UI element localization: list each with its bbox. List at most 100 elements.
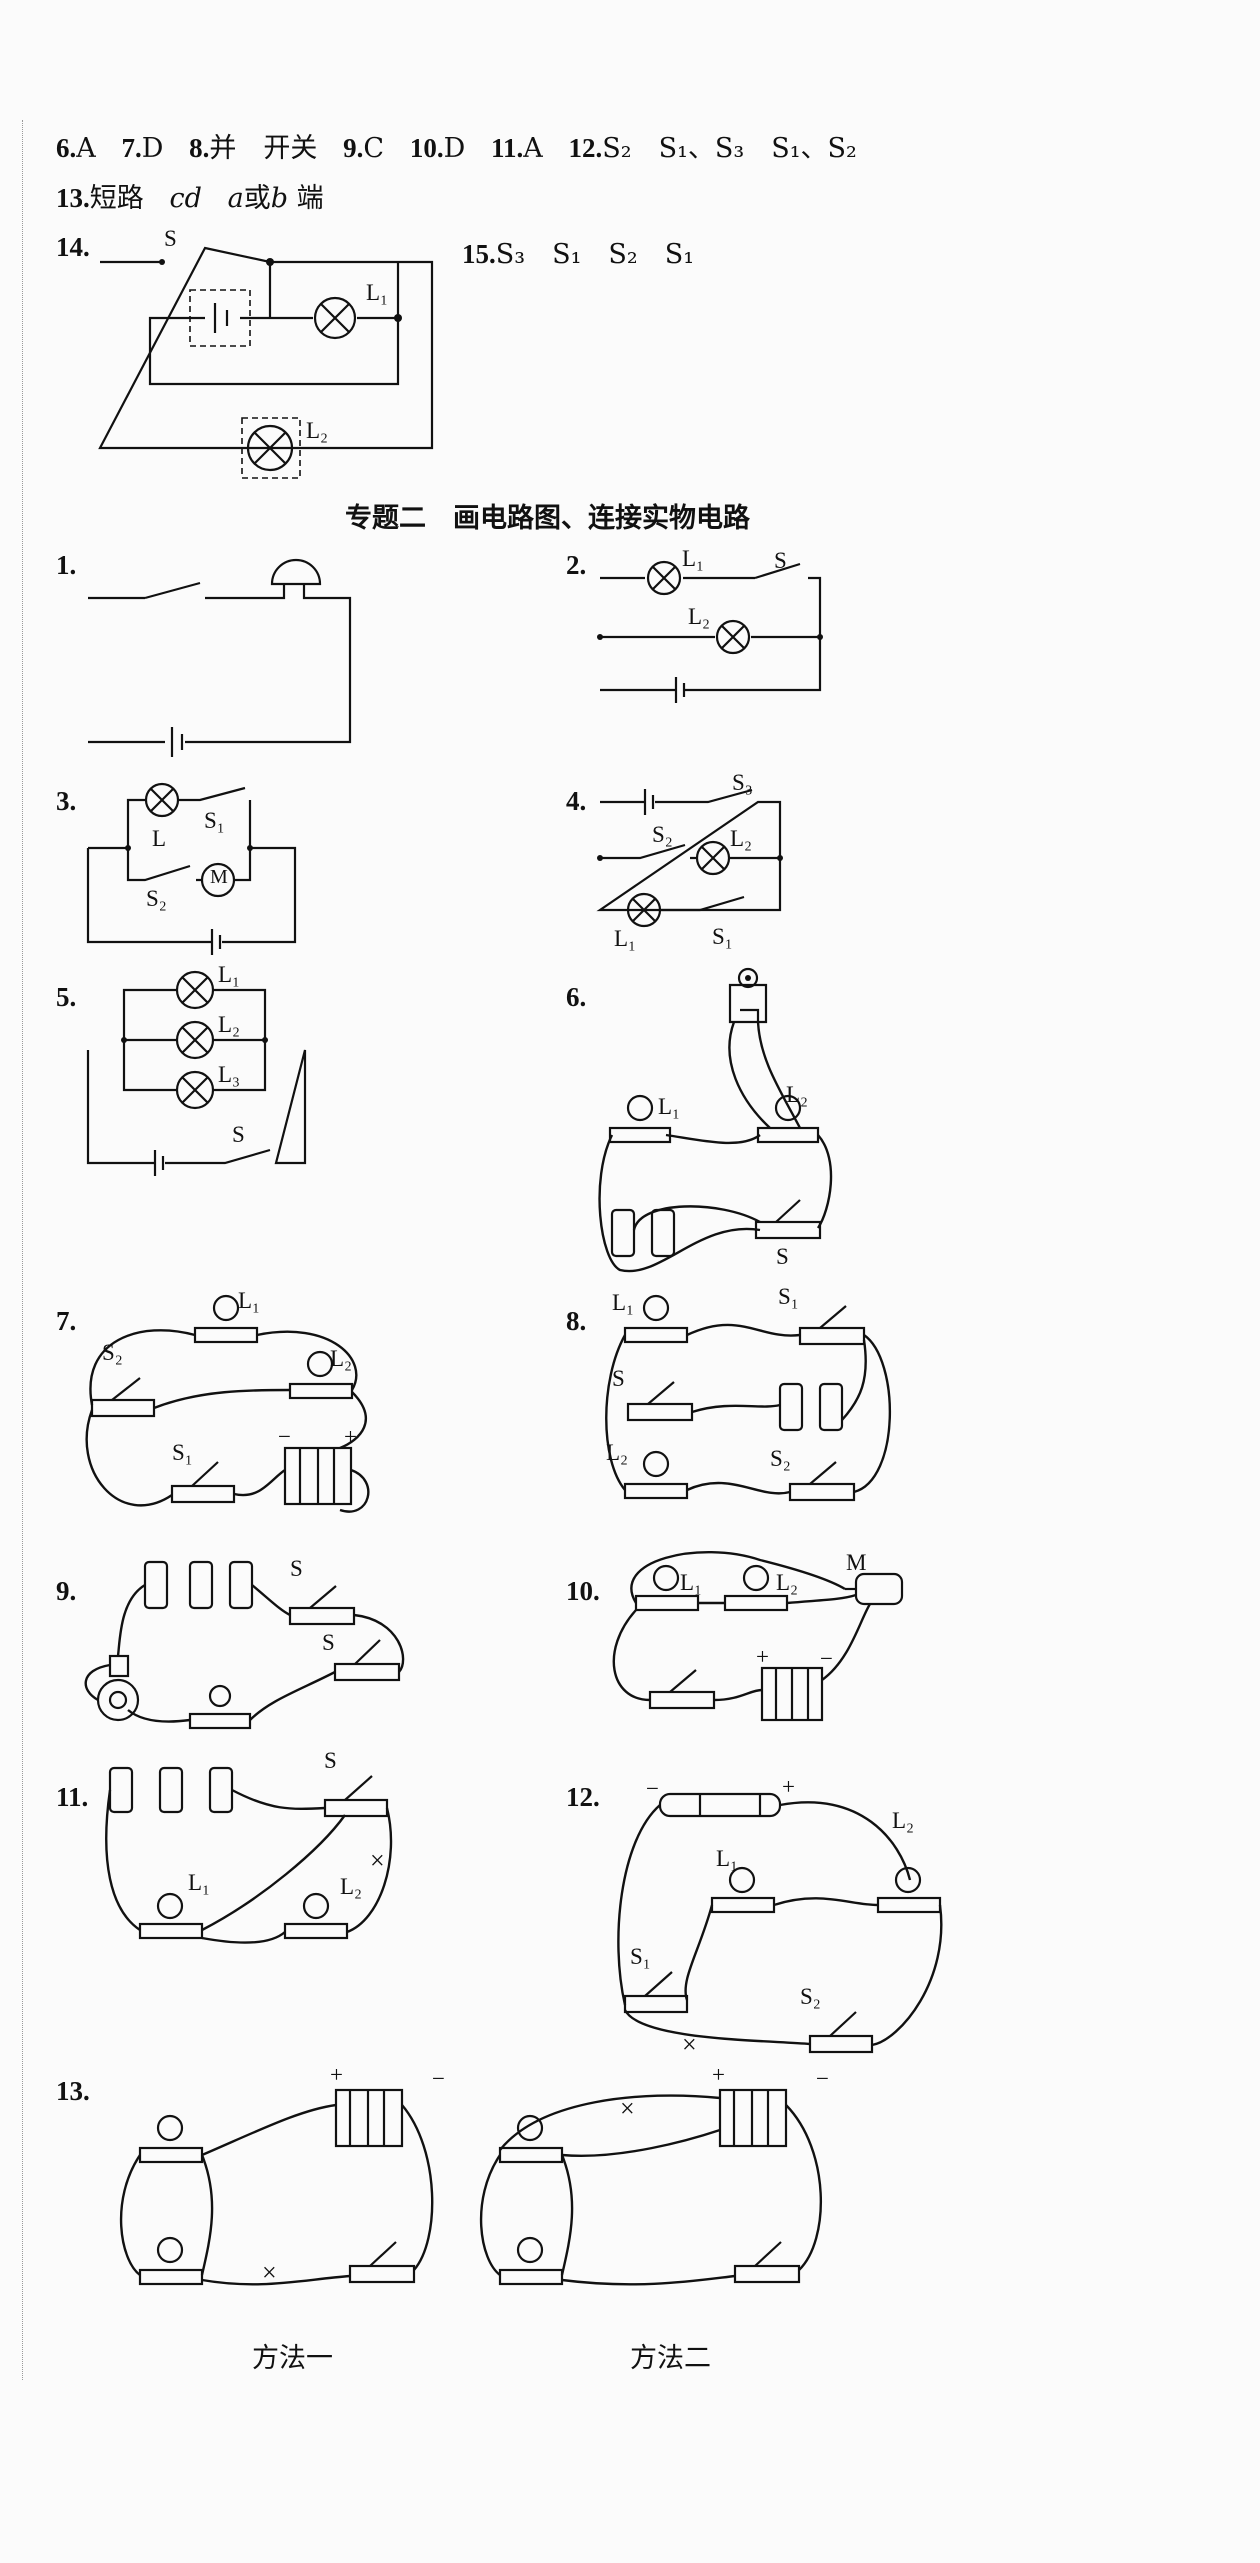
label-13b-cross: ×	[620, 2094, 635, 2123]
problem-13-num: 13.	[56, 2076, 90, 2106]
label-9-S-bottom: S	[322, 1630, 335, 1655]
problem-7-num: 7.	[56, 1306, 77, 1336]
label-13a-minus: −	[432, 2066, 445, 2091]
answer-12-num: 12.	[568, 133, 603, 163]
problem-5-num: 5.	[56, 982, 77, 1012]
answer-8: 并 开关	[209, 133, 318, 164]
answer-11-num: 11.	[490, 133, 524, 163]
answer-15: S₃ S₁ S₂ S₁	[495, 239, 695, 270]
answer-14-num: 14.	[56, 232, 90, 262]
label-13a-plus: +	[330, 2062, 343, 2087]
label-13a-cross: ×	[262, 2258, 277, 2287]
problem-4-num: 4.	[566, 786, 587, 816]
label-11-cross: ×	[370, 1846, 385, 1875]
physical-6	[598, 967, 833, 1273]
label-3-M: M	[210, 866, 228, 888]
label-12-L2: L₂	[892, 1808, 915, 1833]
label-10-M: M	[846, 1550, 867, 1575]
physical-12	[617, 1792, 943, 2054]
label-3-L: L	[152, 826, 167, 851]
label-8-S: S	[612, 1366, 625, 1391]
section-title: 专题二 画电路图、连接实物电路	[345, 503, 750, 534]
label-12-minus: −	[646, 1776, 659, 1801]
label-3-S2: S₂	[146, 886, 167, 911]
circuit-14	[98, 246, 434, 479]
label-11-L1: L₁	[188, 1870, 211, 1895]
circuit-4	[596, 788, 783, 928]
problem-1-num: 1.	[56, 550, 77, 580]
answer-9-num: 9.	[343, 133, 364, 163]
label-5-L1: L₁	[218, 962, 241, 987]
answer-11: A	[523, 133, 543, 164]
answers-line-1: 6.A 7.D 8.并 开关 9.C 10.D 11.A 12.S₂ S₁、S₃…	[56, 126, 857, 165]
label-4-S2: S₂	[652, 822, 673, 847]
label-14-L1: L₁	[366, 280, 389, 305]
label-3-S1: S₁	[204, 808, 225, 833]
label-7-S2: S₂	[102, 1340, 123, 1365]
label-4-S3: S₃	[732, 770, 753, 795]
physical-8	[605, 1294, 892, 1502]
label-12-S1: S₁	[630, 1944, 651, 1969]
label-13b-plus: +	[712, 2062, 725, 2087]
label-4-L2: L₂	[730, 826, 753, 851]
label-6-L1: L₁	[658, 1094, 681, 1119]
label-14-S: S	[164, 226, 177, 251]
problem-6-num: 6.	[566, 982, 587, 1012]
label-5-S: S	[232, 1122, 245, 1147]
answer-6-num: 6.	[56, 133, 77, 163]
circuit-5	[86, 970, 307, 1176]
answer-12: S₂ S₁、S₃ S₁、S₂	[602, 133, 857, 164]
answer-13-a: a	[227, 183, 244, 214]
label-14-L2: L₂	[306, 418, 329, 443]
label-12-cross: ×	[682, 2030, 697, 2059]
label-11-S: S	[324, 1748, 337, 1773]
label-12-plus: +	[782, 1774, 795, 1799]
answer-13-short: 短路	[89, 183, 144, 214]
circuit-4-bottom	[660, 895, 745, 912]
label-6-L2: L₂	[786, 1082, 809, 1107]
label-4-S1: S₁	[712, 924, 733, 949]
physical-13-method2	[479, 2088, 823, 2286]
circuit-1	[88, 558, 352, 757]
label-12-S2: S₂	[800, 1984, 821, 2009]
label-10-minus: −	[820, 1646, 833, 1671]
answer-13-cd: cd	[169, 183, 202, 214]
label-4-L1: L₁	[614, 926, 637, 951]
label-9-S-top: S	[290, 1556, 303, 1581]
answer-13-num: 13.	[56, 183, 90, 213]
problem-12-num: 12.	[566, 1782, 600, 1812]
label-6-S: S	[776, 1244, 789, 1269]
physical-13-method1	[119, 2088, 434, 2286]
caption-method-1: 方法一	[252, 2343, 333, 2374]
problem-3-num: 3.	[56, 786, 77, 816]
caption-method-2: 方法二	[630, 2343, 711, 2374]
label-5-L2: L₂	[218, 1012, 241, 1037]
label-13b-minus: −	[816, 2066, 829, 2091]
label-8-L1: L₁	[612, 1290, 635, 1315]
problem-9-num: 9.	[56, 1576, 77, 1606]
label-8-S2: S₂	[770, 1446, 791, 1471]
answer-13-end: 端	[296, 183, 324, 214]
label-8-S1: S₁	[778, 1284, 799, 1309]
answer-7: D	[141, 133, 164, 164]
label-12-L1: L₁	[716, 1846, 739, 1871]
label-7-minus: −	[278, 1424, 291, 1449]
problem-11-num: 11.	[56, 1782, 89, 1812]
circuit-2	[597, 560, 823, 703]
label-7-plus: +	[344, 1424, 357, 1449]
problem-2-num: 2.	[566, 550, 587, 580]
margin-rule	[22, 120, 23, 2380]
problem-10-num: 10.	[566, 1576, 600, 1606]
physical-circuits	[84, 967, 943, 2286]
label-10-L2: L₂	[776, 1570, 799, 1595]
label-2-L2: L₂	[688, 604, 711, 629]
label-10-plus: +	[756, 1644, 769, 1669]
label-2-S: S	[774, 548, 787, 573]
label-10-L1: L₁	[680, 1570, 703, 1595]
answer-15-num: 15.	[462, 239, 496, 269]
answer-13-line: 13.短路 cd a或b 端	[56, 176, 324, 215]
answer-10-num: 10.	[409, 133, 444, 163]
answer-9: C	[363, 133, 385, 164]
circuit-3	[86, 782, 297, 955]
physical-9	[84, 1560, 405, 1730]
